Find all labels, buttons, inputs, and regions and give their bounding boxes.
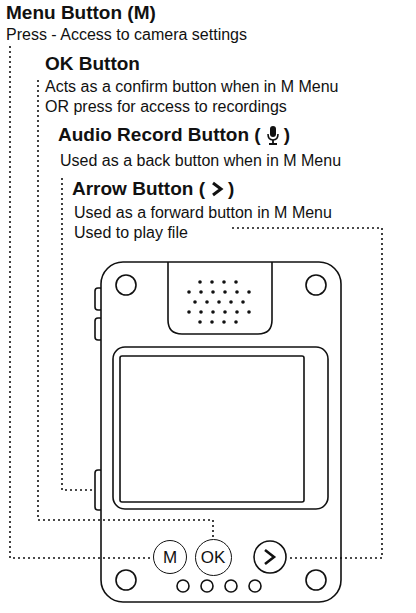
button-description: Press - Access to camera settings [6, 26, 247, 44]
grille-dot [222, 320, 226, 324]
grille-dot [223, 310, 227, 314]
leader-line [38, 80, 213, 537]
grille-dot [217, 300, 221, 304]
chevron-icon [210, 179, 224, 199]
grille-dot [205, 300, 209, 304]
arrow-button [254, 541, 286, 573]
grille-dot [229, 300, 233, 304]
leader-line [10, 46, 152, 558]
button-description: Acts as a confirm button when in M Menu [45, 78, 338, 96]
button-description: OR press for access to recordings [45, 98, 287, 116]
grille-dot [222, 280, 226, 284]
grille-dot [187, 310, 191, 314]
screen [120, 356, 304, 502]
camera-body [101, 262, 341, 602]
button-heading: Audio Record Button ( [58, 124, 261, 146]
button-description: Used to play file [74, 224, 188, 242]
button-description: Used as a back button when in M Menu [60, 152, 341, 170]
grille-dot [235, 290, 239, 294]
grille-dot [234, 280, 238, 284]
grille-dot [211, 310, 215, 314]
button-heading: ) [228, 178, 234, 200]
grille-dot [187, 290, 191, 294]
screw [116, 570, 136, 590]
hole [177, 580, 189, 592]
button-description: Used as a forward button in M Menu [74, 204, 332, 222]
grille-dot [234, 320, 238, 324]
screw [306, 570, 326, 590]
camera-button: M [153, 540, 187, 574]
grille-dot [198, 320, 202, 324]
arrow-chevron [265, 550, 274, 564]
hole [201, 580, 213, 592]
grille-dot [223, 290, 227, 294]
grille-dot [193, 300, 197, 304]
hole [249, 580, 261, 592]
screw [116, 275, 136, 295]
camera-button: OK [195, 539, 232, 576]
grille-dot [247, 310, 251, 314]
grille-dot [247, 290, 251, 294]
microphone-icon [266, 125, 280, 145]
hole [225, 580, 237, 592]
speaker-housing [168, 262, 272, 334]
grille-dot [199, 290, 203, 294]
button-text: OK [201, 549, 226, 566]
button-heading: Menu Button (M) [6, 2, 156, 24]
screen-bezel [113, 347, 328, 509]
speaker-grille [187, 280, 251, 324]
button-heading: OK Button [45, 53, 140, 75]
button-heading: ) [284, 124, 290, 146]
button-text: M [163, 549, 177, 566]
grille-dot [199, 310, 203, 314]
grille-dot [211, 290, 215, 294]
grille-dot [241, 300, 245, 304]
grille-dot [210, 280, 214, 284]
button-heading: Arrow Button ( [72, 178, 205, 200]
leader-line [232, 228, 382, 558]
grille-dot [198, 280, 202, 284]
screw [306, 275, 326, 295]
grille-dot [235, 310, 239, 314]
grille-dot [210, 320, 214, 324]
